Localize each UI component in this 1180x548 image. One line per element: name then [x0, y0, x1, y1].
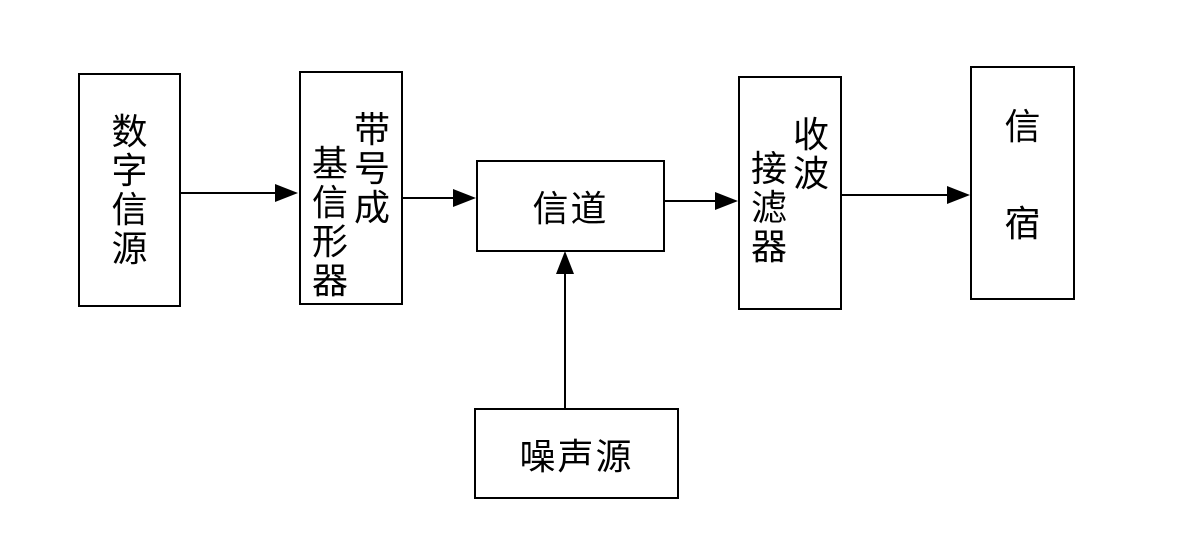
label-char: 信	[111, 190, 148, 231]
label-char: 成	[353, 188, 390, 229]
receive-filter-label-col-left: 接滤器	[748, 150, 790, 267]
label-char: 接	[750, 149, 787, 190]
label-char: 宿	[1004, 204, 1041, 245]
label-char: 器	[311, 261, 348, 302]
label-char: 数	[111, 112, 148, 153]
label-char: 波	[792, 154, 829, 195]
baseband-former-box: 带号成 基信形器	[299, 71, 403, 305]
sink-box: 信宿	[970, 66, 1075, 300]
arrow-filter-to-sink	[841, 186, 970, 204]
noise-source-box: 噪声源	[474, 408, 679, 499]
digital-source-box: 数字信源	[78, 73, 181, 307]
arrow-channel-to-filter	[664, 192, 738, 210]
channel-label: 信道	[532, 189, 609, 230]
label-char: 源	[111, 229, 148, 270]
digital-source-label: 数字信源	[80, 113, 179, 269]
label-char: 信	[311, 183, 348, 224]
label-char: 形	[311, 222, 348, 263]
noise-source-label: 噪声源	[519, 436, 634, 478]
baseband-former-label-col-right: 带号成	[351, 111, 393, 228]
sink-label: 信宿	[972, 108, 1073, 244]
label-char: 滤	[750, 188, 787, 229]
label-char: 信	[1004, 107, 1041, 148]
label-char: 号	[353, 149, 390, 190]
receive-filter-label-col-right: 收波	[790, 116, 832, 194]
receive-filter-box: 收波 接滤器	[738, 76, 842, 310]
label-char: 基	[311, 144, 348, 185]
arrow-former-to-channel	[403, 189, 476, 207]
label-char: 带	[353, 110, 390, 151]
label-char: 器	[750, 227, 787, 268]
label-char: 收	[792, 115, 829, 156]
channel-box: 信道	[476, 160, 665, 252]
baseband-former-label-col-left: 基信形器	[309, 145, 351, 301]
arrow-source-to-former	[180, 184, 298, 202]
label-char: 字	[111, 151, 148, 192]
arrow-noise-to-channel	[556, 251, 574, 408]
